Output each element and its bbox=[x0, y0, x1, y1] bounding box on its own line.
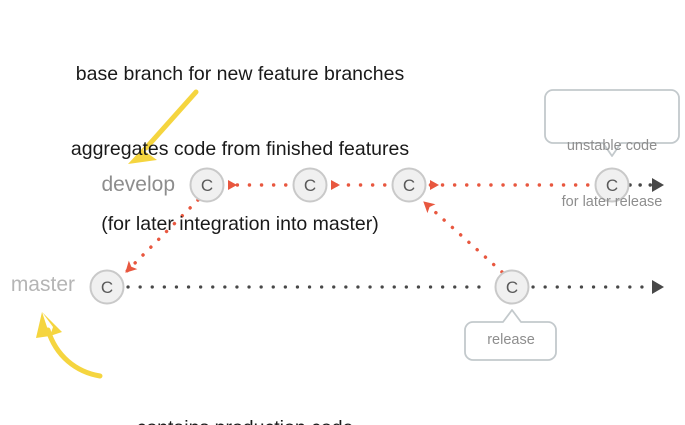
callout-unstable-line-2: for later release bbox=[561, 193, 663, 210]
caption-top-line-1: base branch for new feature branches bbox=[75, 62, 405, 85]
commit-node[interactable] bbox=[292, 167, 328, 203]
caption-top: base branch for new feature branches agg… bbox=[0, 12, 480, 286]
commit-node[interactable] bbox=[494, 269, 530, 305]
callout-unstable-line-1: unstable code bbox=[566, 138, 658, 155]
commit-label: C bbox=[605, 176, 619, 195]
commit-label: C bbox=[402, 176, 416, 195]
callout-unstable-label: unstable code for later release bbox=[546, 100, 678, 248]
commit-node[interactable] bbox=[594, 167, 630, 203]
caption-bottom: contains production code does not receiv… bbox=[30, 366, 460, 425]
commit-label: C bbox=[200, 176, 214, 195]
callout-unstable-box bbox=[544, 89, 680, 157]
callout-release-box bbox=[464, 309, 557, 361]
merge-arrow-master-to-develop bbox=[422, 200, 504, 274]
bottom-yellow-arrow bbox=[36, 312, 103, 379]
callout-release-label: release bbox=[487, 332, 535, 348]
caption-bottom-line-1: contains production code bbox=[30, 416, 460, 425]
commit-label: C bbox=[303, 176, 317, 195]
caption-top-line-2: aggregates code from finished features bbox=[70, 137, 410, 160]
commit-node[interactable] bbox=[189, 167, 225, 203]
branch-label-master: master bbox=[10, 273, 75, 296]
caption-top-line-3: (for later integration into master) bbox=[101, 212, 379, 235]
commit-label: C bbox=[505, 278, 519, 297]
commit-node[interactable] bbox=[391, 167, 427, 203]
commit-node[interactable] bbox=[89, 269, 125, 305]
commit-label: C bbox=[100, 278, 114, 297]
top-yellow-arrow bbox=[128, 89, 199, 164]
branch-label-develop: develop bbox=[101, 173, 175, 196]
